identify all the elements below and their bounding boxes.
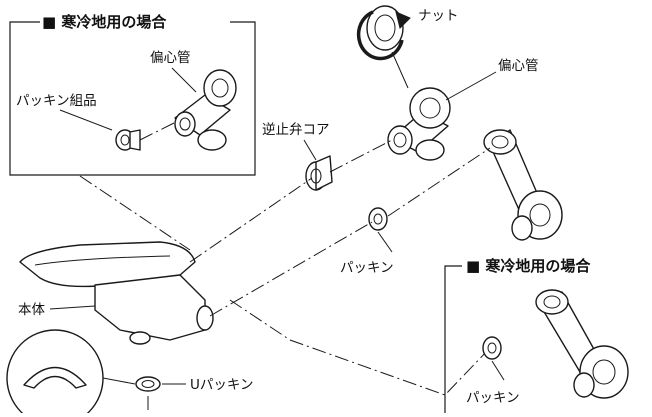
inset-left-eccentric-label: 偏心管 — [150, 50, 191, 66]
packing-set-part — [115, 129, 141, 151]
u-packing-label: Uパッキン — [190, 377, 253, 393]
faucet-body-part: 本体 — [18, 241, 214, 345]
inset-box-cold-region-right: ■ 寒冷地用の場合 パッキン — [444, 257, 629, 413]
nut-label: ナット — [418, 8, 459, 24]
u-packing-part: Uパッキン — [135, 376, 253, 393]
inset-right-packing-label: パッキン — [466, 390, 520, 406]
check-valve-core-part: 逆止弁コア — [262, 122, 333, 191]
inset-right-header: ■ 寒冷地用の場合 — [466, 257, 591, 275]
inset-left-packing-set-label: パッキン組品 — [16, 93, 97, 109]
body-label: 本体 — [18, 302, 45, 318]
u-packing-detail — [6, 329, 136, 417]
check-valve-core-label: 逆止弁コア — [262, 122, 330, 138]
inset-eccentric-pipe-part — [174, 69, 237, 151]
packing-part: パッキン — [340, 207, 394, 276]
eccentric-pipe-label: 偏心管 — [498, 58, 539, 74]
nut-part: ナット — [356, 5, 459, 89]
assembly-lines — [79, 139, 491, 413]
packing-label: パッキン — [340, 260, 394, 276]
inset-shower-arm-part — [535, 289, 629, 399]
inset-left-header: ■ 寒冷地用の場合 — [42, 13, 167, 31]
shower-arm-part — [483, 129, 563, 241]
inset-box-cold-region-left: ■ 寒冷地用の場合 偏心管 パッキン組品 — [9, 13, 256, 176]
eccentric-pipe-part: 偏心管 — [387, 58, 539, 161]
inset-packing-part — [482, 336, 502, 360]
